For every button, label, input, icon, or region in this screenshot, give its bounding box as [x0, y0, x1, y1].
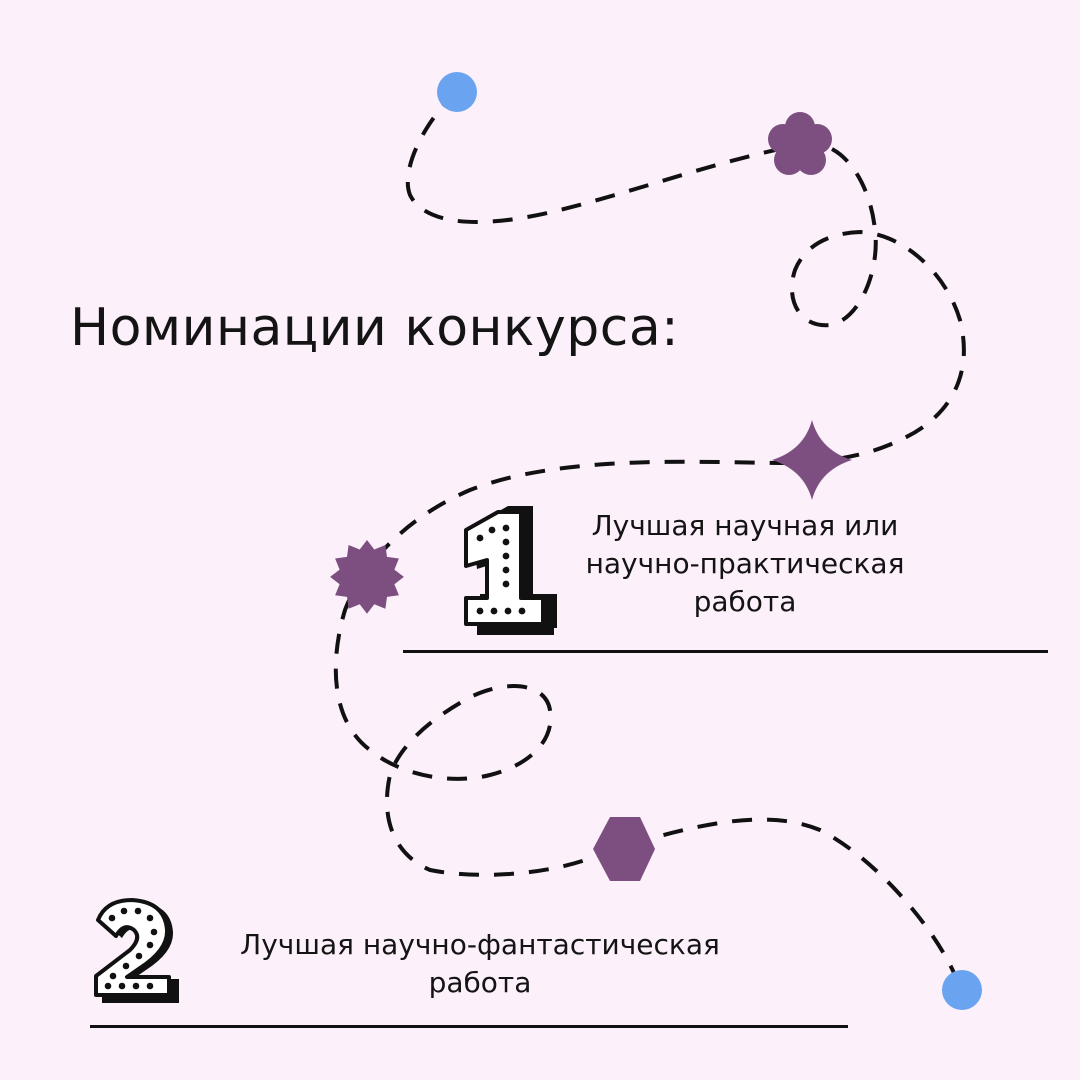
nomination-one-line: работа	[693, 585, 797, 618]
blue-dot-icon	[437, 72, 477, 112]
dashed-path-line	[333, 90, 966, 976]
flower-icon	[768, 112, 832, 175]
divider-line	[403, 650, 1048, 653]
numeral-two-icon	[94, 898, 179, 1003]
four-point-star-icon	[772, 420, 852, 500]
nomination-two-line: работа	[428, 966, 532, 999]
nomination-one-line: научно-практическая	[585, 547, 905, 580]
nomination-two-line: Лучшая научно-фантастическая	[240, 928, 720, 961]
burst-icon	[330, 540, 404, 614]
numeral-one-icon	[464, 506, 557, 635]
divider-line	[90, 1025, 848, 1028]
nomination-one-line: Лучшая научная или	[591, 509, 899, 542]
nomination-one-text: Лучшая научная или научно-практическая р…	[545, 507, 945, 621]
nomination-two-text: Лучшая научно-фантастическая работа	[200, 926, 760, 1002]
page-title: Номинации конкурса:	[70, 298, 680, 358]
hexagon-icon	[593, 817, 655, 881]
blue-dot-icon	[942, 970, 982, 1010]
